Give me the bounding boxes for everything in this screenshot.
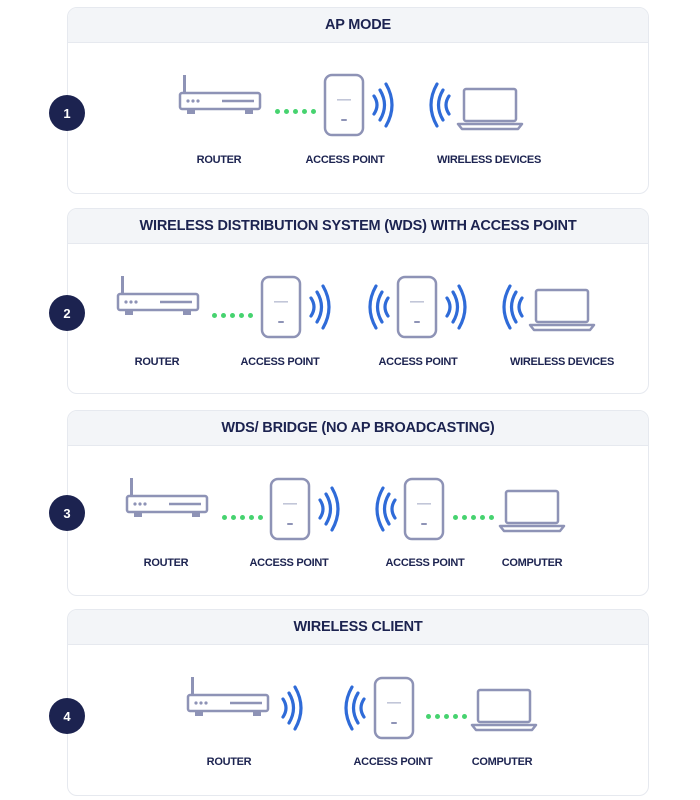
device-label: ACCESS POINT	[305, 154, 385, 166]
device-label: ROUTER	[206, 756, 252, 768]
device-label: ACCESS POINT	[385, 557, 465, 569]
access-point-icon	[323, 73, 365, 137]
wifi-waves-icon	[368, 284, 390, 330]
step-badge-1: 1	[49, 95, 85, 131]
wifi-waves-icon	[445, 284, 467, 330]
wifi-waves-icon	[309, 284, 331, 330]
laptop-icon	[470, 688, 538, 732]
wired-link-dots	[212, 305, 257, 323]
access-point-icon	[373, 676, 415, 740]
wired-link-dots	[426, 706, 471, 724]
device-label: ACCESS POINT	[378, 356, 458, 368]
wired-link-dots	[275, 101, 320, 119]
router-icon	[178, 75, 262, 114]
device-label: ROUTER	[134, 356, 180, 368]
laptop-icon	[498, 489, 566, 533]
wifi-waves-icon	[344, 685, 366, 731]
router-icon	[116, 276, 200, 315]
panel-title: WIRELESS CLIENT	[68, 610, 648, 645]
device-label: WIRELESS DEVICES	[437, 154, 541, 166]
laptop-icon	[528, 288, 596, 332]
access-point-icon	[260, 275, 302, 339]
step-badge-2: 2	[49, 295, 85, 331]
router-icon	[125, 478, 209, 517]
step-badge-4: 4	[49, 698, 85, 734]
wired-link-dots	[222, 507, 267, 525]
panel-title: WDS/ BRIDGE (NO AP BROADCASTING)	[68, 411, 648, 446]
device-label: ROUTER	[196, 154, 242, 166]
router-icon	[186, 677, 270, 716]
device-label: COMPUTER	[501, 557, 563, 569]
device-label: WIRELESS DEVICES	[510, 356, 614, 368]
wifi-waves-icon	[375, 486, 397, 532]
wifi-waves-icon	[502, 284, 524, 330]
device-label: ACCESS POINT	[353, 756, 433, 768]
mode-panel-1: AP MODE	[67, 7, 649, 194]
access-point-icon	[269, 477, 311, 541]
laptop-icon	[456, 87, 524, 131]
wifi-waves-icon	[429, 82, 451, 128]
wifi-waves-icon	[318, 486, 340, 532]
step-badge-3: 3	[49, 495, 85, 531]
wifi-waves-icon	[372, 82, 394, 128]
panel-title: AP MODE	[68, 8, 648, 43]
device-label: COMPUTER	[471, 756, 533, 768]
panel-title: WIRELESS DISTRIBUTION SYSTEM (WDS) WITH …	[68, 209, 648, 244]
access-point-icon	[396, 275, 438, 339]
wired-link-dots	[453, 507, 498, 525]
device-label: ACCESS POINT	[240, 356, 320, 368]
wifi-waves-icon	[281, 685, 303, 731]
access-point-icon	[403, 477, 445, 541]
device-label: ACCESS POINT	[249, 557, 329, 569]
mode-panel-4: WIRELESS CLIENT	[67, 609, 649, 796]
device-label: ROUTER	[143, 557, 189, 569]
